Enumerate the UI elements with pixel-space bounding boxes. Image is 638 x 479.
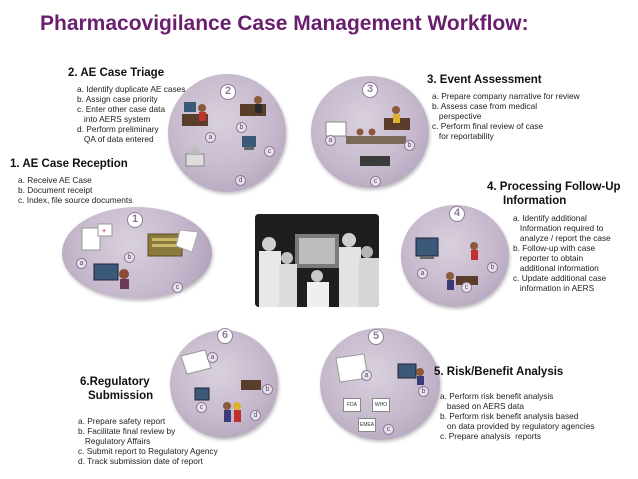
agency-who: WHO	[372, 398, 390, 412]
step-3-title: 3. Event Assessment	[427, 74, 542, 86]
step-5-item-c: c. Prepare analysis reports	[440, 431, 541, 441]
step-3-illustration	[325, 106, 410, 166]
step-2-marker-c: c	[264, 146, 275, 157]
step-4-badge: 4	[449, 206, 465, 222]
step-1-title: 1. AE Case Reception	[10, 158, 128, 170]
step-5-item-a: a. Perform risk benefit analysis	[440, 391, 554, 401]
step-4-item-b2: reporter to obtain	[513, 253, 584, 263]
step-1-illustration: +	[81, 223, 199, 289]
step-3-marker-c: c	[370, 176, 381, 187]
step-2-marker-a: a	[205, 132, 216, 143]
center-team-photo	[255, 214, 379, 307]
step-3-item-c2: for reportability	[432, 131, 494, 141]
step-2-item-d2: QA of data entered	[77, 134, 154, 144]
step-1-marker-c: c	[172, 282, 183, 293]
step-6-illustration	[180, 349, 261, 422]
step-2-title: 2. AE Case Triage	[68, 67, 165, 79]
step-6-marker-a: a	[207, 352, 218, 363]
step-5-badge: 5	[368, 329, 384, 345]
step-3-item-b2: perspective	[432, 111, 482, 121]
step-5-item-b: b. Perform risk benefit analysis based	[440, 411, 579, 421]
step-3-item-b: b. Assess case from medical	[432, 101, 538, 111]
step-4-item-a2: Information required to	[513, 223, 604, 233]
step-6-item-b2: Regulatory Affairs	[78, 436, 151, 446]
step-2-marker-b: b	[236, 122, 247, 133]
step-6-item-b: b. Facilitate final review by	[78, 426, 176, 436]
step-2-item-b: b. Assign case priority	[77, 94, 158, 104]
step-3-badge: 3	[362, 82, 378, 98]
step-5-item-a2: based on AERS data	[440, 401, 524, 411]
step-6-item-a: a. Prepare safety report	[78, 416, 166, 426]
step-5-title: 5. Risk/Benefit Analysis	[434, 366, 564, 378]
step-1-item-b: b. Document receipt	[18, 185, 93, 195]
agency-fda: FDA	[343, 398, 361, 412]
step-2-badge: 2	[220, 84, 236, 100]
step-1-marker-b: b	[124, 252, 135, 263]
step-6-title: 6.Regulatory	[80, 376, 150, 388]
step-4-title: 4. Processing Follow-Up	[487, 181, 621, 193]
step-2-item-a: a. Identify duplicate AE cases	[77, 84, 186, 94]
step-4-item-b3: additional information	[513, 263, 599, 273]
page-title: Pharmacovigilance Case Management Workfl…	[40, 12, 529, 35]
step-5-item-b2: on data provided by regulatory agencies	[440, 421, 595, 431]
step-4-marker-c: c	[461, 282, 472, 293]
step-2-item-c: c. Enter other case data	[77, 104, 166, 114]
step-3-marker-b: b	[404, 140, 415, 151]
step-2-marker-d: d	[235, 175, 246, 186]
step-4-title-line2: Information	[503, 195, 567, 207]
step-3-item-a: a. Prepare company narrative for review	[432, 91, 580, 101]
step-1-item-c: c. Index, file source documents	[18, 195, 133, 205]
step-4-item-a: a. Identify additional	[513, 213, 587, 223]
step-3-item-c: c. Perform final review of case	[432, 121, 544, 131]
step-4-item-b: b. Follow-up with case	[513, 243, 596, 253]
step-6-marker-c: c	[196, 402, 207, 413]
team-photo-illustration	[255, 214, 379, 307]
step-5-marker-b: b	[418, 386, 429, 397]
step-6-marker-b: b	[262, 384, 273, 395]
agency-emea: EMEA	[358, 418, 376, 432]
step-2-item-d: d. Perform preliminary	[77, 124, 159, 134]
step-6-item-d: d. Track submission date of report	[78, 456, 203, 466]
step-4-item-a3: analyze / report the case	[513, 233, 611, 243]
step-6-badge: 6	[217, 328, 233, 344]
step-2-illustration	[182, 96, 266, 167]
svg-text:+: +	[102, 228, 106, 235]
step-1-item-a: a. Receive AE Case	[18, 175, 92, 185]
step-1-badge: 1	[127, 212, 143, 228]
step-5-marker-a: a	[361, 370, 372, 381]
step-1-marker-a: a	[76, 258, 87, 269]
step-6-item-c: c. Submit report to Regulatory Agency	[78, 446, 218, 456]
step-3-marker-a: a	[325, 135, 336, 146]
step-2-item-c2: into AERS system	[77, 114, 151, 124]
step-5-marker-c: c	[383, 424, 394, 435]
step-4-item-c2: information in AERS	[513, 283, 595, 293]
step-4-marker-b: b	[487, 262, 498, 273]
step-4-item-c: c. Update additional case	[513, 273, 607, 283]
step-6-title-line2: Submission	[88, 390, 154, 402]
step-6-marker-d: d	[250, 410, 261, 421]
step-4-marker-a: a	[417, 268, 428, 279]
step-4-illustration	[415, 237, 478, 290]
